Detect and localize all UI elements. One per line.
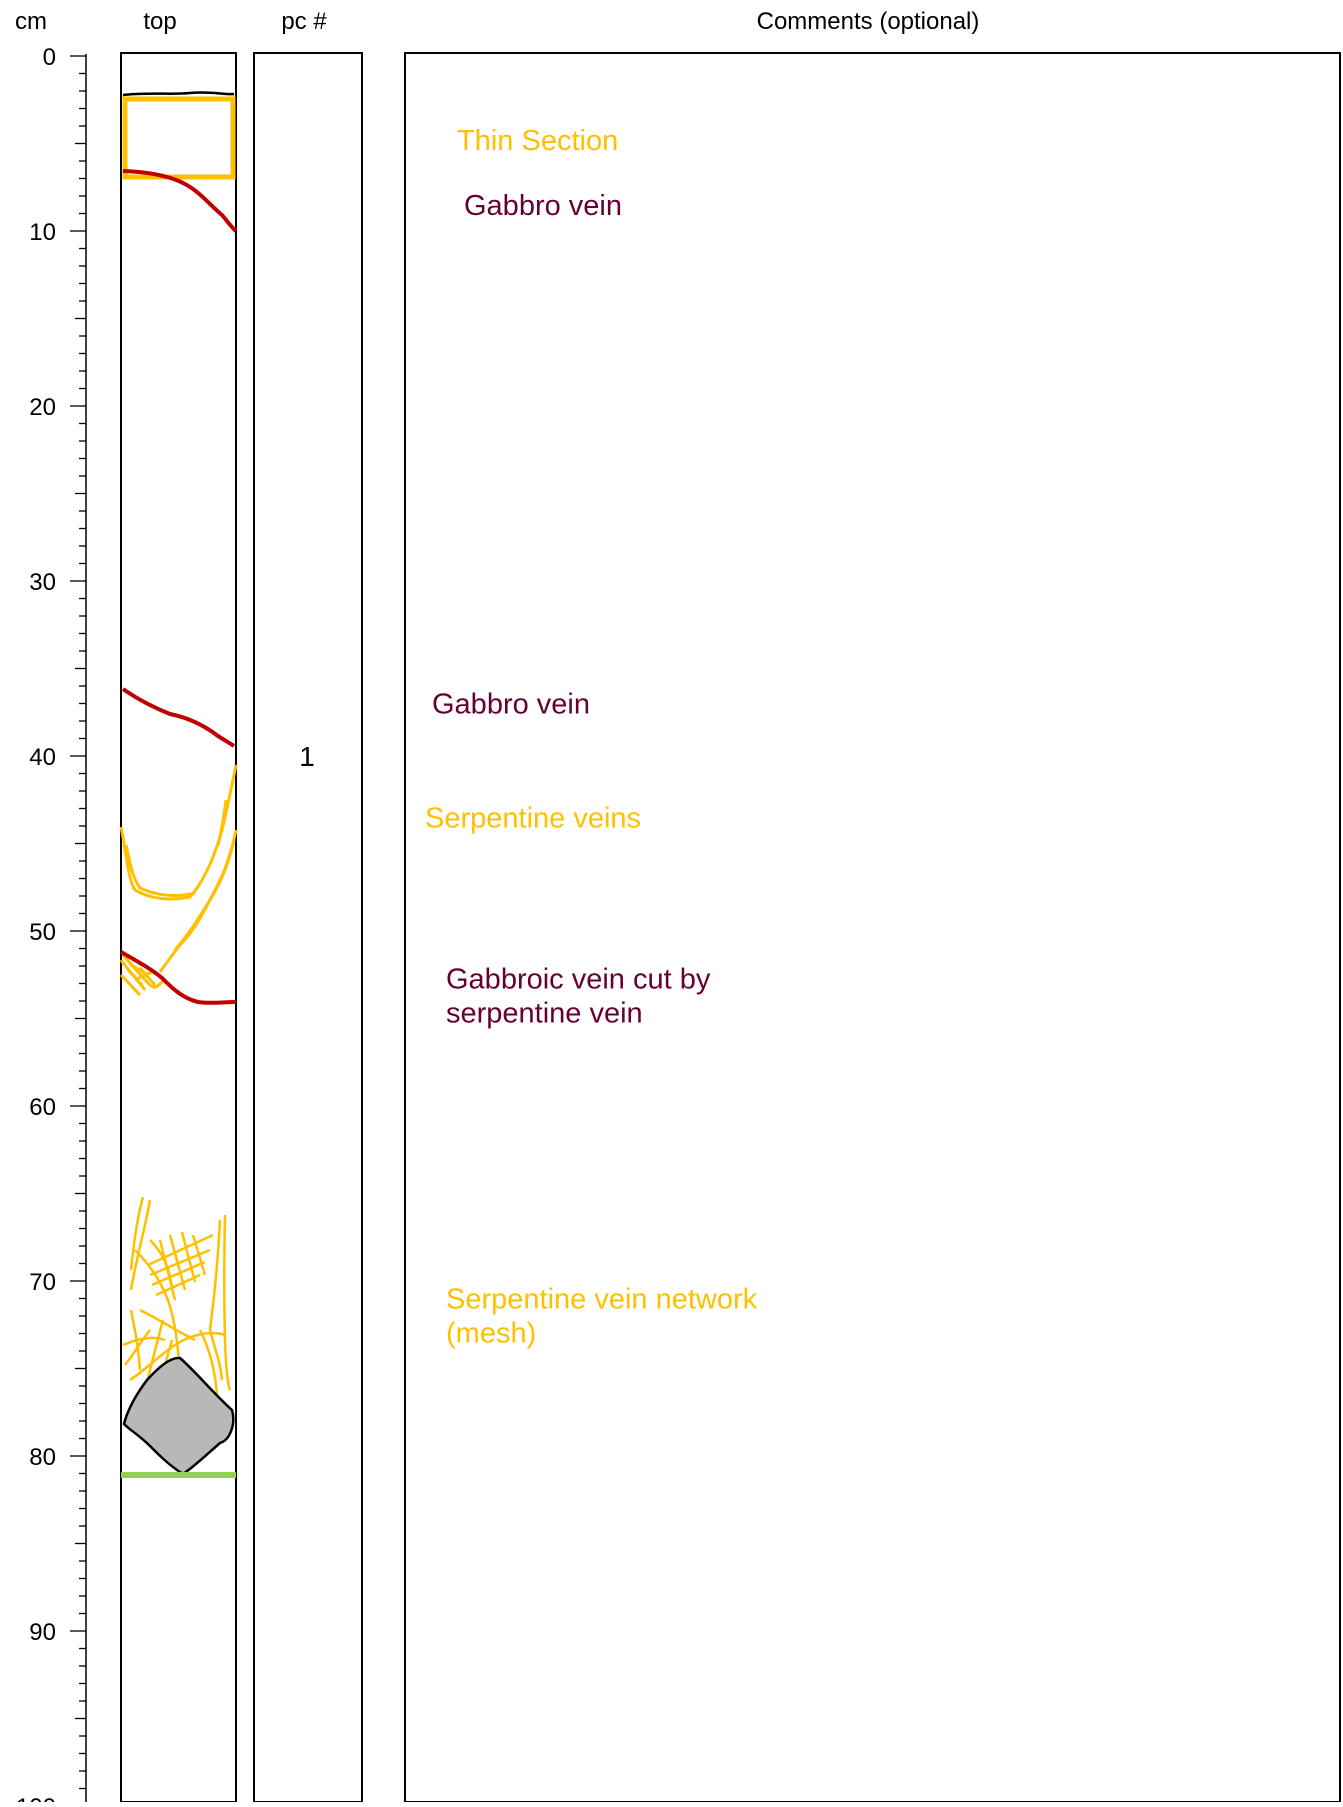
scale-tick-label: 20 <box>29 394 56 421</box>
clast-shape <box>122 1356 235 1476</box>
scale-tick-label: 70 <box>29 1269 56 1296</box>
serpentine-veins-traces <box>119 764 238 997</box>
annotation-serpentine-network-line-1: Serpentine vein network <box>446 1284 758 1316</box>
depth-scale: 0 10 20 30 40 50 60 70 80 90 100 <box>16 44 87 1807</box>
gabbro-vein-2-trace <box>121 687 236 748</box>
annotation-gabbro-vein-2-line-1: Gabbro vein <box>432 689 590 721</box>
scale-tick-label: 80 <box>29 1444 56 1471</box>
annotation-serpentine-veins-line-1: Serpentine veins <box>425 802 641 834</box>
scale-tick-label: 60 <box>29 1094 56 1121</box>
annotation-gabbroic-vein-cut-line-2: serpentine vein <box>446 997 643 1029</box>
core-column-outline <box>120 52 237 1803</box>
comments-column-outline <box>404 52 1341 1803</box>
gabbroic-vein-cut-trace <box>120 950 237 1005</box>
scale-tick-label: 40 <box>29 744 56 771</box>
core-section-column <box>119 52 238 1803</box>
scale-tick-label: 50 <box>29 919 56 946</box>
piece-number: 1 <box>299 741 315 772</box>
thin-section-box <box>122 96 236 180</box>
annotation-gabbro-vein-1-line-1: Gabbro vein <box>464 190 622 222</box>
header-piece-number: pc # <box>281 8 327 35</box>
scale-tick-label: 90 <box>29 1619 56 1646</box>
piece-column-outline <box>253 52 363 1803</box>
annotation-gabbroic-vein-cut-line-1: Gabbroic vein cut by <box>446 963 711 995</box>
scale-tick-label: 30 <box>29 569 56 596</box>
piece-number-column: 1 <box>253 52 363 1803</box>
header-cm: cm <box>15 8 47 35</box>
header-comments: Comments (optional) <box>757 8 980 35</box>
annotation-thin-section-line-1: Thin Section <box>457 125 618 157</box>
gabbro-vein-1-trace <box>122 169 238 233</box>
header-top: top <box>143 8 176 35</box>
scale-tick-label: 10 <box>29 219 56 246</box>
scale-tick-label: 100 <box>16 1794 56 1802</box>
annotation-serpentine-network-line-2: (mesh) <box>446 1318 536 1350</box>
core-top-boundary <box>122 91 235 97</box>
serpentine-mesh-traces <box>122 1196 232 1396</box>
scale-tick-label: 0 <box>43 44 56 71</box>
